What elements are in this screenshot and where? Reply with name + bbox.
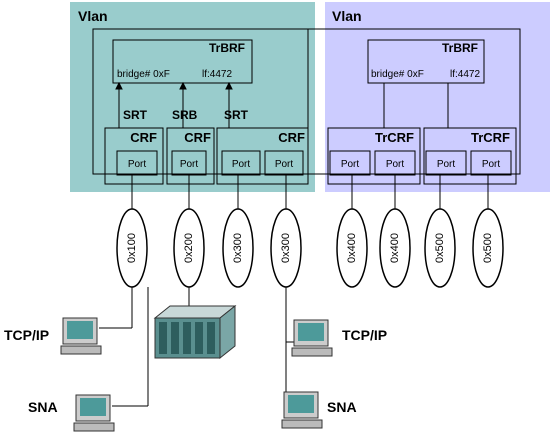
crf-3: CRF Port Port — [216, 127, 309, 185]
vlan-right-region — [325, 2, 550, 192]
token-ring-label-3: 0x300 — [232, 233, 244, 263]
trbrf-right-interface: lf:4472 — [450, 69, 480, 80]
token-ring-label-8: 0x500 — [482, 233, 494, 263]
trbrf-left-bridge-number: bridge# 0xF — [117, 69, 170, 80]
trcrf-1-port-1 — [329, 150, 371, 176]
vlan-left-title: Vlan — [78, 8, 108, 24]
crf-3-port-2-label: Port — [275, 159, 294, 170]
crf-3-port-1-label: Port — [232, 159, 251, 170]
token-ring-8 — [472, 208, 504, 288]
computer-icon — [281, 391, 323, 429]
token-ring-3 — [222, 208, 254, 288]
crf-2-port-label: Port — [180, 159, 199, 170]
host-label-tcpip-right: TCP/IP — [342, 327, 387, 343]
link-label-srb: SRB — [172, 108, 198, 122]
token-ring-7 — [424, 208, 456, 288]
crf-3-port-2 — [264, 150, 304, 176]
bridge-link-arrows — [115, 81, 449, 128]
trcrf-2: TrCRF Port Port — [423, 127, 517, 185]
token-ring-label-5: 0x400 — [346, 233, 358, 263]
token-ring-label-1: 0x100 — [126, 233, 138, 263]
vlan-right-title: Vlan — [332, 8, 362, 24]
crf-3-port-1 — [221, 150, 261, 176]
link-label-srt-2: SRT — [224, 108, 249, 122]
trbrf-right-bridge-number: bridge# 0xF — [371, 69, 424, 80]
trbrf-right: TrBRF bridge# 0xF lf:4472 — [367, 39, 485, 84]
crf-3-title: CRF — [278, 130, 305, 145]
port-ring-lines — [131, 175, 489, 210]
host-label-sna-left: SNA — [28, 399, 58, 415]
crf-1-port — [116, 150, 158, 176]
crf-2-title: CRF — [184, 130, 211, 145]
token-rings: 0x100 0x200 0x300 0x300 0x400 0x400 0x500 0x500 — [116, 208, 504, 288]
token-ring-label-7: 0x500 — [434, 233, 446, 263]
computer-icon — [291, 319, 333, 357]
token-ring-6 — [379, 208, 411, 288]
trbrf-right-title: TrBRF — [442, 41, 478, 55]
crf-2: CRF Port — [166, 127, 215, 185]
computer-icon — [60, 317, 102, 355]
trcrf-1-title: TrCRF — [375, 130, 414, 145]
computer-icon — [73, 394, 115, 432]
trbrf-left-interface: lf:4472 — [202, 69, 232, 80]
vlan-left-region — [70, 2, 315, 192]
host-label-sna-right: SNA — [327, 399, 357, 415]
crf-1-title: CRF — [130, 130, 157, 145]
crf-1: CRF Port — [104, 127, 164, 185]
mainframe-icon — [153, 304, 237, 360]
trcrf-1-port-2-label: Port — [386, 159, 405, 170]
link-label-srt-1: SRT — [123, 108, 148, 122]
trcrf-1-port-1-label: Port — [341, 159, 360, 170]
trcrf-2-port-2-label: Port — [482, 159, 501, 170]
token-ring-label-4: 0x300 — [280, 233, 292, 263]
token-ring-label-6: 0x400 — [389, 233, 401, 263]
token-ring-label-2: 0x200 — [183, 233, 195, 263]
trcrf-2-port-1 — [425, 150, 467, 176]
right-bridge-domain-outline — [92, 28, 521, 175]
trcrf-2-port-1-label: Port — [437, 159, 456, 170]
trcrf-1: TrCRF Port Port — [327, 127, 421, 185]
trbrf-left-title: TrBRF — [209, 41, 245, 55]
token-ring-5 — [336, 208, 368, 288]
host-label-tcpip-left: TCP/IP — [4, 327, 49, 343]
crf-1-port-label: Port — [128, 159, 147, 170]
trcrf-2-title: TrCRF — [471, 130, 510, 145]
trcrf-2-port-2 — [470, 150, 512, 176]
